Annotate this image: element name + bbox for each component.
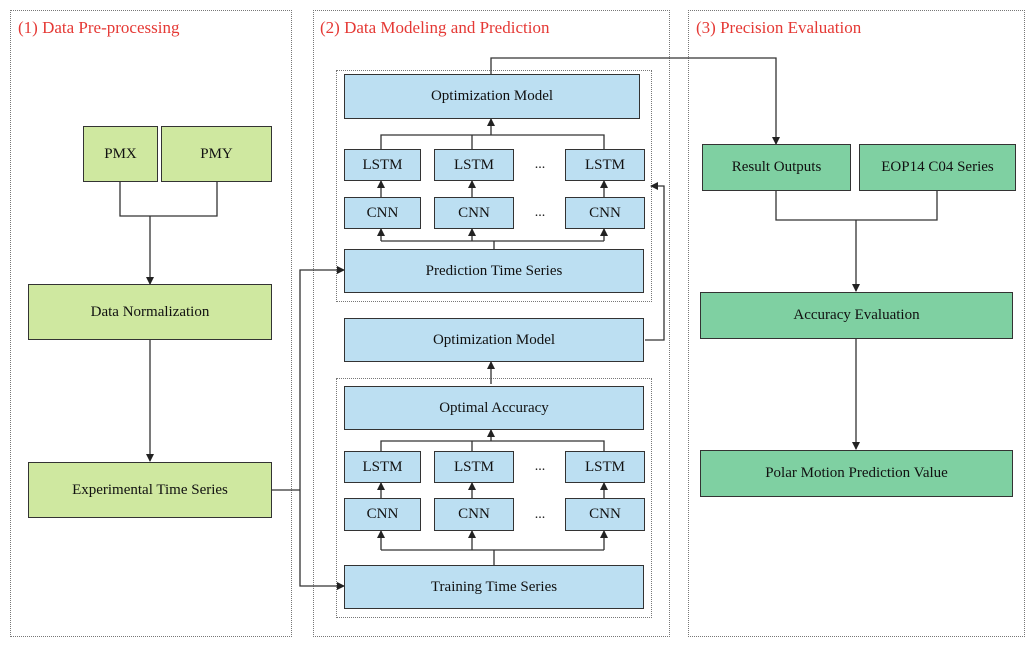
pred-lstm-3: LSTM xyxy=(565,149,645,181)
section-title-evaluation: (3) Precision Evaluation xyxy=(696,18,862,37)
section-title-modeling: (2) Data Modeling and Prediction xyxy=(320,18,550,37)
train-cnn-1: CNN xyxy=(344,498,421,531)
result-outputs-box: Result Outputs xyxy=(702,144,851,191)
pred-cnn-1: CNN xyxy=(344,197,421,229)
pred-cnn-3: CNN xyxy=(565,197,645,229)
accuracy-evaluation-box: Accuracy Evaluation xyxy=(700,292,1013,339)
pred-lstm-1: LSTM xyxy=(344,149,421,181)
pred-lstm-2: LSTM xyxy=(434,149,514,181)
optimal-accuracy-box: Optimal Accuracy xyxy=(344,386,644,430)
pmy-box: PMY xyxy=(161,126,272,182)
pred-lstm-ellipsis: ... xyxy=(534,157,546,172)
pred-cnn-2: CNN xyxy=(434,197,514,229)
train-lstm-3: LSTM xyxy=(565,451,645,483)
section-preprocessing xyxy=(10,10,292,637)
optimization-model-middle: Optimization Model xyxy=(344,318,644,362)
pred-cnn-ellipsis: ... xyxy=(534,205,546,220)
training-group xyxy=(336,378,652,618)
train-lstm-2: LSTM xyxy=(434,451,514,483)
train-cnn-2: CNN xyxy=(434,498,514,531)
eop14-c04-series-box: EOP14 C04 Series xyxy=(859,144,1016,191)
section-modeling xyxy=(313,10,670,637)
train-cnn-3: CNN xyxy=(565,498,645,531)
optimization-model-top: Optimization Model xyxy=(344,74,640,119)
prediction-time-series-box: Prediction Time Series xyxy=(344,249,644,293)
train-lstm-ellipsis: ... xyxy=(534,459,546,474)
pmx-box: PMX xyxy=(83,126,158,182)
experimental-time-series-box: Experimental Time Series xyxy=(28,462,272,518)
train-cnn-ellipsis: ... xyxy=(534,507,546,522)
training-time-series-box: Training Time Series xyxy=(344,565,644,609)
polar-motion-prediction-value-box: Polar Motion Prediction Value xyxy=(700,450,1013,497)
train-lstm-1: LSTM xyxy=(344,451,421,483)
data-normalization-box: Data Normalization xyxy=(28,284,272,340)
section-evaluation xyxy=(688,10,1025,637)
section-title-preprocessing: (1) Data Pre-processing xyxy=(18,18,180,37)
